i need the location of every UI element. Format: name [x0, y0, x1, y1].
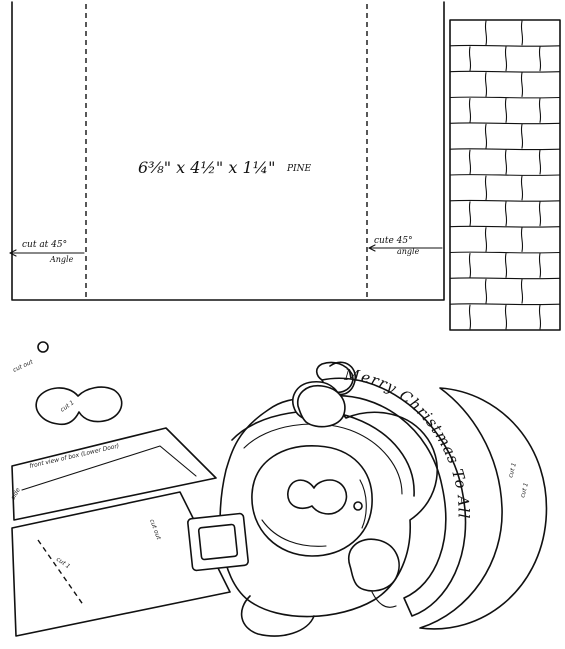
moon-piece: [419, 387, 548, 630]
santa-mustache: [287, 479, 348, 515]
brick-row-line: [449, 251, 561, 254]
brick-row-line: [449, 225, 561, 228]
brick-joint: [504, 97, 508, 123]
brick-joint: [504, 252, 508, 278]
board-dimension-label: 6⅜" x 4½" x 1¼": [138, 158, 276, 177]
brick-row-line: [449, 174, 561, 176]
brick-joint: [468, 46, 472, 72]
mustache-note: cut 1: [59, 399, 75, 413]
brick-row-line: [449, 277, 561, 280]
right-cut-angle: angle: [397, 247, 420, 256]
santa-figure: Merry Christmas To All cut 1 cut 1: [187, 361, 548, 637]
box-front-note-2: cut 1: [55, 556, 71, 570]
brick-joint: [520, 227, 524, 253]
brick-joint: [468, 149, 472, 175]
mustache-piece: cut 1: [35, 386, 123, 426]
board-material-label: PINE: [286, 164, 311, 174]
brick-joint: [504, 46, 508, 72]
brick-row-line: [449, 303, 561, 306]
brick-joint: [484, 72, 488, 98]
brick-joint: [468, 201, 472, 227]
brick-joint: [538, 46, 542, 72]
santa-nose: [353, 501, 363, 511]
board-outline: [11, 1, 445, 301]
brick-joint: [520, 123, 524, 149]
santa-mitten-left: [297, 384, 346, 428]
brick-joint: [520, 175, 524, 201]
box-front-outline: [11, 491, 231, 637]
brick-joint: [504, 304, 508, 330]
brick-joint: [538, 149, 542, 175]
brick-joint: [538, 252, 542, 278]
santa-sack: [240, 595, 315, 637]
brick-joint: [468, 97, 472, 123]
santa-mitten-right: [347, 538, 400, 592]
left-cut-angle: Angle: [49, 255, 74, 264]
brick-joint: [504, 201, 508, 227]
box-lid-outline: [11, 427, 217, 521]
brick-joint: [520, 72, 524, 98]
brick-row-line: [449, 44, 561, 47]
brick-joint: [520, 20, 524, 46]
brick-row-line: [449, 96, 561, 99]
moon-note: cut 1: [507, 462, 518, 478]
brick-joint: [504, 149, 508, 175]
brick-joint: [468, 304, 472, 330]
mustache-outline: [35, 386, 123, 426]
brick-row-line: [449, 148, 561, 151]
brick-chimney: [449, 19, 561, 331]
brick-joint: [538, 304, 542, 330]
brick-joint: [484, 175, 488, 201]
board-pattern: 6⅜" x 4½" x 1¼" PINE cut at 45° Angle cu…: [9, 1, 445, 301]
left-cut-note: cut at 45°: [22, 240, 67, 250]
moon-note-2: cut 1: [519, 482, 530, 498]
box-front-note: cut out: [148, 518, 162, 541]
box-top-note: front view of box (Lower Door): [29, 442, 120, 469]
santa-face: [251, 445, 373, 557]
box-side-note: side: [10, 487, 22, 501]
dot-note: cut out: [12, 358, 35, 374]
brick-joint: [484, 123, 488, 149]
brick-joint: [484, 227, 488, 253]
banner-arc: [321, 377, 467, 617]
brick-joint: [538, 201, 542, 227]
brick-row-line: [449, 70, 561, 73]
belt-buckle: [187, 512, 249, 572]
right-cut-note: cute 45°: [374, 236, 413, 246]
brick-joint: [484, 278, 488, 304]
brick-joint: [538, 97, 542, 123]
santa-body: [219, 397, 438, 618]
dot-piece: cut out: [12, 341, 49, 374]
brick-joint: [484, 20, 488, 46]
brick-row-line: [449, 199, 561, 202]
dot-circle: [37, 341, 49, 353]
brick-row-line: [449, 122, 561, 125]
brick-joint: [520, 278, 524, 304]
brick-joint: [468, 252, 472, 278]
